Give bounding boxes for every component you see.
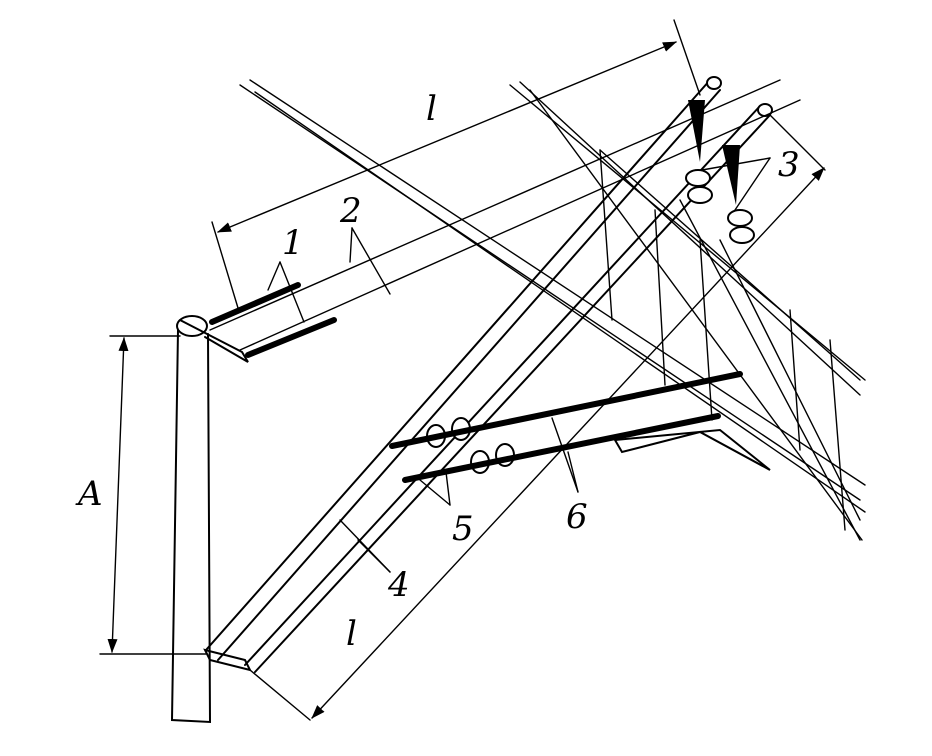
label-6: 6 <box>566 497 588 537</box>
label-3: 3 <box>778 145 800 185</box>
label-height: A <box>75 474 103 514</box>
label-4: 4 <box>387 565 410 605</box>
dimension-span-bottom <box>249 114 826 721</box>
contact-wires <box>209 79 866 541</box>
label-2: 2 <box>339 191 362 231</box>
diagonal-boom <box>205 76 773 673</box>
lower-bracket-foot <box>203 648 252 672</box>
dimension-height <box>99 335 207 655</box>
label-1: 1 <box>282 223 304 263</box>
item-3-insulators <box>685 100 755 244</box>
item-1-conductors <box>209 282 337 358</box>
item-6-conductors <box>389 371 771 483</box>
label-span-top: l <box>426 89 437 129</box>
dimension-span-top <box>211 19 701 309</box>
mast <box>170 315 212 724</box>
label-span-bottom: l <box>346 614 357 654</box>
upper-bracket <box>179 319 249 363</box>
leader-lines <box>267 157 771 573</box>
label-5: 5 <box>452 509 474 549</box>
